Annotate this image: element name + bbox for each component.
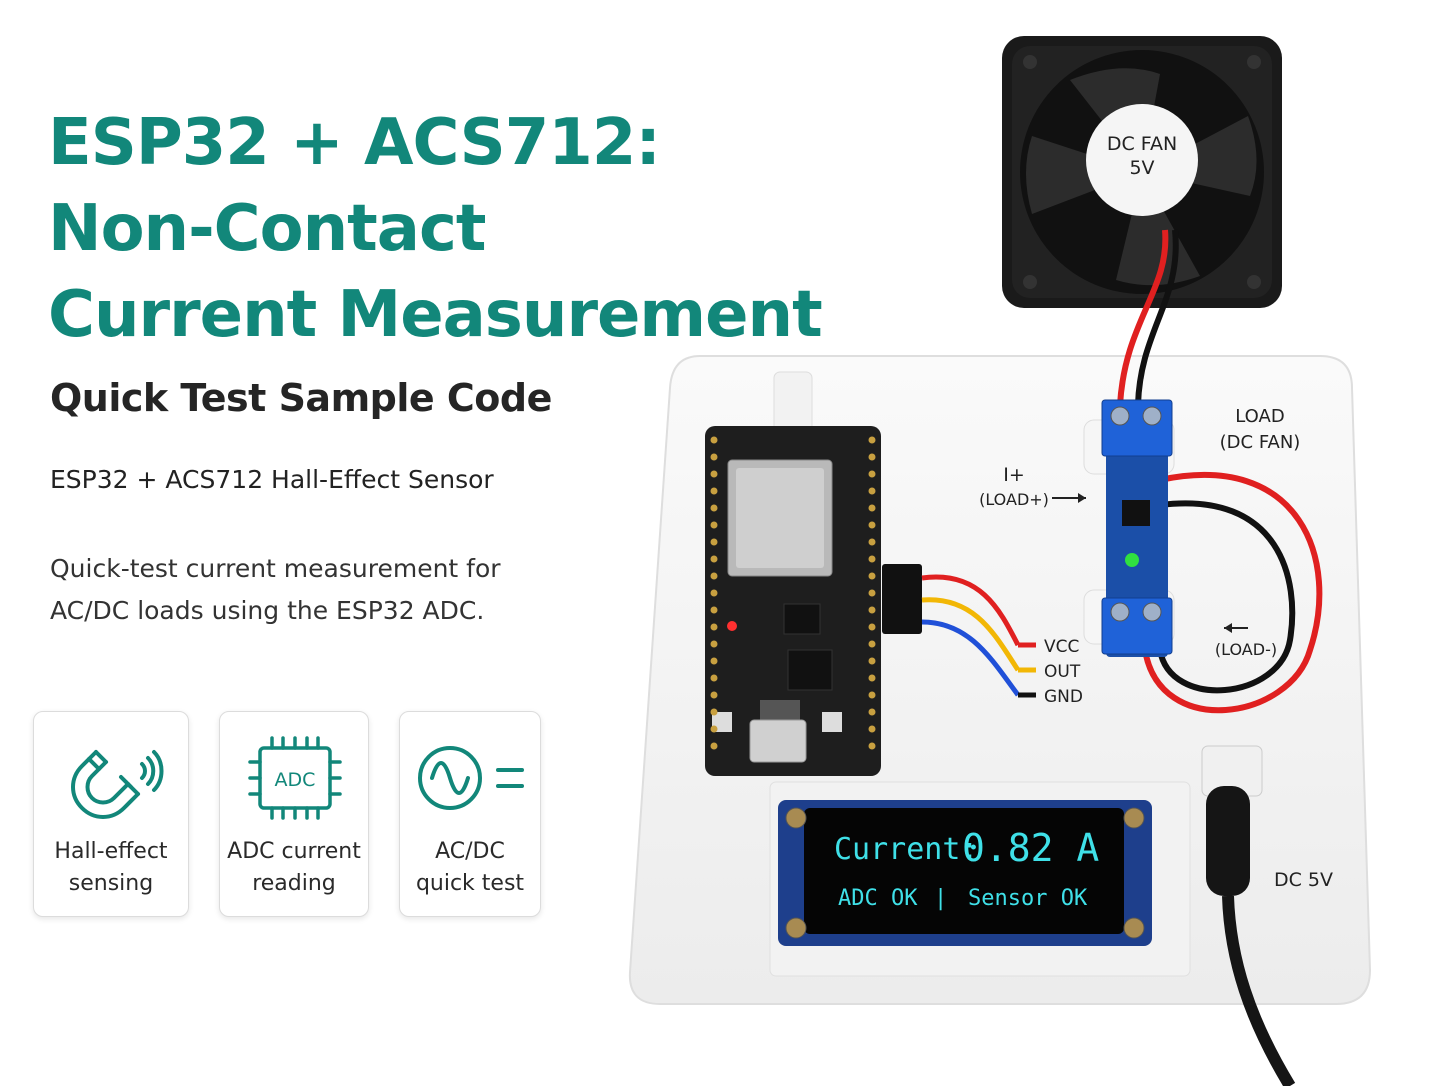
esp32-pin: [868, 742, 876, 750]
feature-label: AC/DC quick test: [400, 836, 540, 900]
oled-status-adc: ADC OK: [838, 886, 918, 911]
esp32-pin: [868, 640, 876, 648]
gnd-label: GND: [1044, 687, 1083, 707]
subtitle: Quick Test Sample Code: [50, 376, 552, 420]
esp32-pin: [868, 453, 876, 461]
esp32-pin: [710, 725, 718, 733]
fan-label-line-2: 5V: [1129, 157, 1155, 179]
title-line-2: Non-Contact: [48, 192, 486, 266]
feature-card-ac-dc: AC/DC quick test: [399, 711, 541, 917]
esp32-pin: [868, 674, 876, 682]
feature-label: ADC current reading: [220, 836, 368, 900]
feature-label-line-1: Hall-effect: [54, 839, 168, 864]
adc-chip-icon: ADC: [220, 734, 368, 824]
esp32-pin: [710, 674, 718, 682]
ac-dc-icon: [400, 734, 540, 824]
description-line-1: Quick-test current measurement for: [50, 554, 501, 583]
acs712-module: [1083, 399, 1175, 657]
load-minus-label: (LOAD-): [1214, 640, 1278, 659]
esp32-pin: [868, 691, 876, 699]
esp32-pin: [710, 555, 718, 563]
esp32-pin: [710, 487, 718, 495]
esp32-pin: [868, 657, 876, 665]
esp32-pin: [710, 589, 718, 597]
esp32-pin: [710, 691, 718, 699]
esp32-pin: [710, 453, 718, 461]
esp32-pin: [868, 555, 876, 563]
esp32-pin: [868, 538, 876, 546]
feature-label-line-2: quick test: [415, 871, 525, 896]
title-line-3: Current Measurement: [48, 278, 823, 352]
feature-label-line-1: AC/DC: [435, 839, 505, 864]
oled-current-value: 0.82 A: [962, 826, 1100, 870]
esp32-pin: [868, 521, 876, 529]
esp32-pin: [868, 589, 876, 597]
esp32-pin: [868, 487, 876, 495]
adc-chip-text: ADC: [275, 769, 316, 791]
load-plus-label: (LOAD+): [979, 490, 1049, 509]
feature-label-line-2: reading: [252, 871, 336, 896]
esp32-pin: [710, 521, 718, 529]
feature-label-line-1: ADC current: [227, 839, 361, 864]
esp32-pin: [868, 725, 876, 733]
esp32-pin: [868, 708, 876, 716]
hardware-scene: DC FAN 5V LOAD (DC FAN) I+ (LOAD+) (LOAD…: [600, 0, 1448, 1086]
esp32-pin: [710, 657, 718, 665]
oled-current-label: Current:: [834, 832, 979, 867]
dc-5v-label: DC 5V: [1274, 869, 1334, 891]
hardware-illustration: [628, 36, 1372, 1086]
description-line-2: AC/DC loads using the ESP32 ADC.: [50, 596, 485, 625]
i-plus-label: I+: [1003, 464, 1025, 486]
esp32-pin: [710, 708, 718, 716]
esp32-pin: [868, 606, 876, 614]
esp32-pin: [868, 504, 876, 512]
esp32-pin: [710, 742, 718, 750]
oled-status-sensor: Sensor OK: [968, 886, 1088, 911]
load-label: LOAD (DC FAN): [1210, 404, 1310, 456]
feature-label: Hall-effect sensing: [34, 836, 188, 900]
esp32-pin: [868, 572, 876, 580]
sensor-line: ESP32 + ACS712 Hall-Effect Sensor: [50, 465, 494, 494]
load-label-line-1: LOAD: [1235, 406, 1285, 427]
dc-fan: [1002, 36, 1282, 308]
esp32-pin: [710, 640, 718, 648]
title-line-1: ESP32 + ACS712:: [48, 106, 661, 180]
page-title: ESP32 + ACS712: Non-Contact Current Meas…: [48, 100, 823, 358]
esp32-pin: [710, 504, 718, 512]
esp32-pin: [710, 606, 718, 614]
esp32-pin: [710, 538, 718, 546]
magnet-sensor-icon: [34, 734, 188, 824]
vcc-label: VCC: [1044, 637, 1080, 657]
out-label: OUT: [1044, 662, 1081, 682]
oled-display-module: [778, 800, 1152, 946]
fan-label-line-1: DC FAN: [1106, 133, 1178, 155]
esp32-pin: [710, 436, 718, 444]
oled-separator: |: [934, 886, 948, 911]
feature-label-line-2: sensing: [68, 871, 154, 896]
esp32-pin: [868, 436, 876, 444]
esp32-pin: [868, 470, 876, 478]
feature-card-adc: ADC ADC current reading: [219, 711, 369, 917]
esp32-board: [705, 371, 881, 776]
description: Quick-test current measurement for AC/DC…: [50, 548, 570, 632]
esp32-pin: [710, 572, 718, 580]
fan-label: DC FAN 5V: [1100, 132, 1184, 180]
esp32-pin: [710, 623, 718, 631]
load-label-line-2: (DC FAN): [1219, 432, 1301, 453]
esp32-pin: [710, 470, 718, 478]
esp32-pin: [868, 623, 876, 631]
feature-card-hall-effect: Hall-effect sensing: [33, 711, 189, 917]
